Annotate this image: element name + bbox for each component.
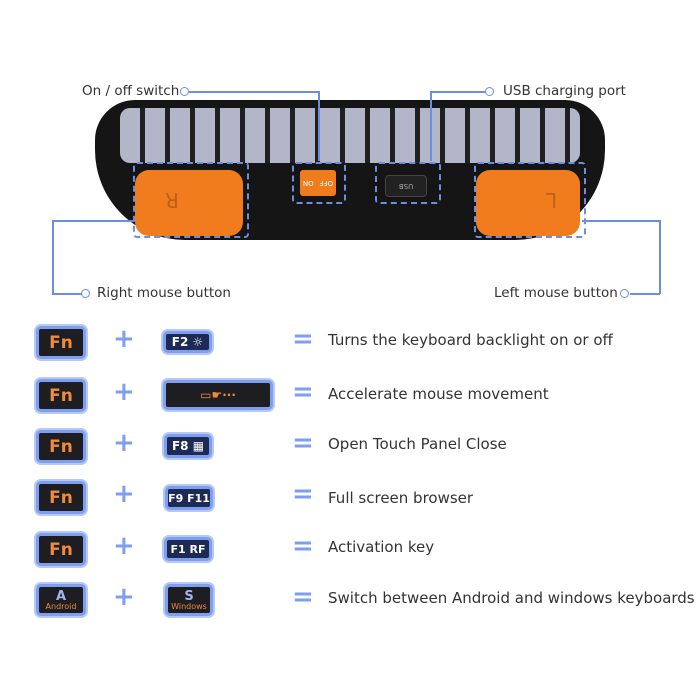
- right-pad-highlight: [133, 162, 249, 238]
- f9-key: F9 F11: [165, 486, 213, 510]
- fn-key: Fn: [36, 533, 86, 566]
- key-sub-label: Android: [45, 601, 77, 611]
- plus-sign: +: [113, 377, 135, 407]
- callout-line: [52, 293, 82, 295]
- plus-sign: +: [113, 479, 135, 509]
- callout-line: [52, 220, 134, 222]
- equals-sign: =: [292, 324, 314, 354]
- fn-key: Fn: [36, 481, 86, 514]
- plus-sign: +: [113, 582, 135, 612]
- callout-dot: [81, 289, 90, 298]
- right-mouse-label: Right mouse button: [97, 285, 231, 301]
- callout-line: [430, 91, 486, 93]
- combo-description: Switch between Android and windows keybo…: [328, 589, 695, 607]
- callout-dot: [620, 289, 629, 298]
- equals-sign: =: [292, 479, 314, 509]
- on-off-label: On / off switch: [82, 83, 180, 99]
- equals-sign: =: [292, 428, 314, 458]
- callout-line: [318, 91, 320, 161]
- combo-description: Open Touch Panel Close: [328, 435, 507, 453]
- usb-label: USB charging port: [503, 83, 626, 99]
- combo-description: Accelerate mouse movement: [328, 385, 549, 403]
- equals-sign: =: [292, 582, 314, 612]
- right-mouse-pad: R: [135, 170, 243, 236]
- fn-key: Fn: [36, 326, 86, 359]
- callout-line: [189, 91, 319, 93]
- plus-sign: +: [113, 324, 135, 354]
- callout-line: [630, 293, 660, 295]
- callout-line: [52, 220, 54, 294]
- left-mouse-label: Left mouse button: [494, 285, 618, 301]
- callout-dot: [180, 87, 189, 96]
- plus-sign: +: [113, 428, 135, 458]
- usb-highlight: [375, 162, 441, 204]
- touchpad-key: ▭☛···: [163, 380, 273, 410]
- f1-key: F1 RF: [164, 537, 212, 561]
- plus-sign: +: [113, 531, 135, 561]
- f2-key: F2 ☼: [163, 331, 212, 353]
- callout-line: [430, 91, 432, 161]
- callout-line: [659, 220, 661, 294]
- combo-description: Full screen browser: [328, 489, 474, 507]
- left-pad-highlight: [474, 162, 586, 238]
- callout-line: [582, 220, 660, 222]
- keyboard-keys: [120, 108, 580, 163]
- combo-description: Activation key: [328, 538, 435, 556]
- key-letter: S: [184, 588, 194, 604]
- key-sub-label: Windows: [171, 601, 207, 611]
- fn-key: Fn: [36, 379, 86, 412]
- equals-sign: =: [292, 531, 314, 561]
- key-letter: A: [55, 588, 67, 604]
- fn-key: Fn: [36, 430, 86, 463]
- switch-highlight: [292, 162, 346, 204]
- equals-sign: =: [292, 377, 314, 407]
- left-mouse-pad: L: [476, 170, 580, 236]
- combo-description: Turns the keyboard backlight on or off: [328, 331, 613, 349]
- callout-dot: [485, 87, 494, 96]
- f8-key: F8 ▦: [164, 434, 212, 458]
